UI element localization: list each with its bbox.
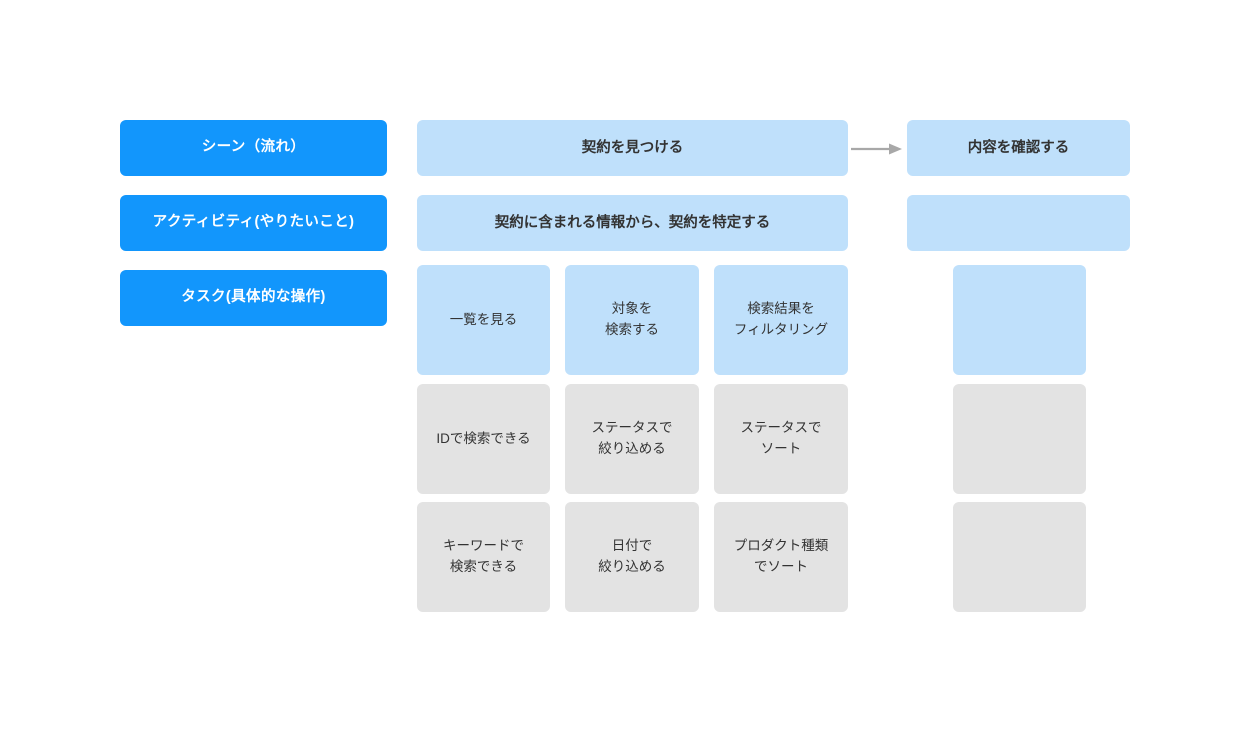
task-card-view-list[interactable]: 一覧を見る <box>417 265 550 375</box>
task-card-sort-by-product-type[interactable]: プロダクト種類 でソート <box>714 502 848 612</box>
activity-card-empty[interactable] <box>907 195 1130 251</box>
task-card-filter-by-status[interactable]: ステータスで 絞り込める <box>565 384 699 494</box>
activity-card-identify-contract[interactable]: 契約に含まれる情報から、契約を特定する <box>417 195 848 251</box>
task-card-filter-results[interactable]: 検索結果を フィルタリング <box>714 265 848 375</box>
scene-card-find-contract[interactable]: 契約を見つける <box>417 120 848 176</box>
task-card-row3-empty[interactable] <box>953 502 1086 612</box>
task-card-search-target[interactable]: 対象を 検索する <box>565 265 699 375</box>
task-card-row1-empty[interactable] <box>953 265 1086 375</box>
task-card-row2-empty[interactable] <box>953 384 1086 494</box>
task-card-search-by-id[interactable]: IDで検索できる <box>417 384 550 494</box>
scene-card-confirm-content[interactable]: 内容を確認する <box>907 120 1130 176</box>
arrow-right-icon <box>851 143 902 155</box>
category-label-task[interactable]: タスク(具体的な操作) <box>120 270 387 326</box>
category-label-activity[interactable]: アクティビティ(やりたいこと) <box>120 195 387 251</box>
task-card-search-by-keyword[interactable]: キーワードで 検索できる <box>417 502 550 612</box>
scene-flow-arrow <box>851 141 903 157</box>
task-card-filter-by-date[interactable]: 日付で 絞り込める <box>565 502 699 612</box>
category-label-scene[interactable]: シーン（流れ） <box>120 120 387 176</box>
task-card-sort-by-status[interactable]: ステータスで ソート <box>714 384 848 494</box>
